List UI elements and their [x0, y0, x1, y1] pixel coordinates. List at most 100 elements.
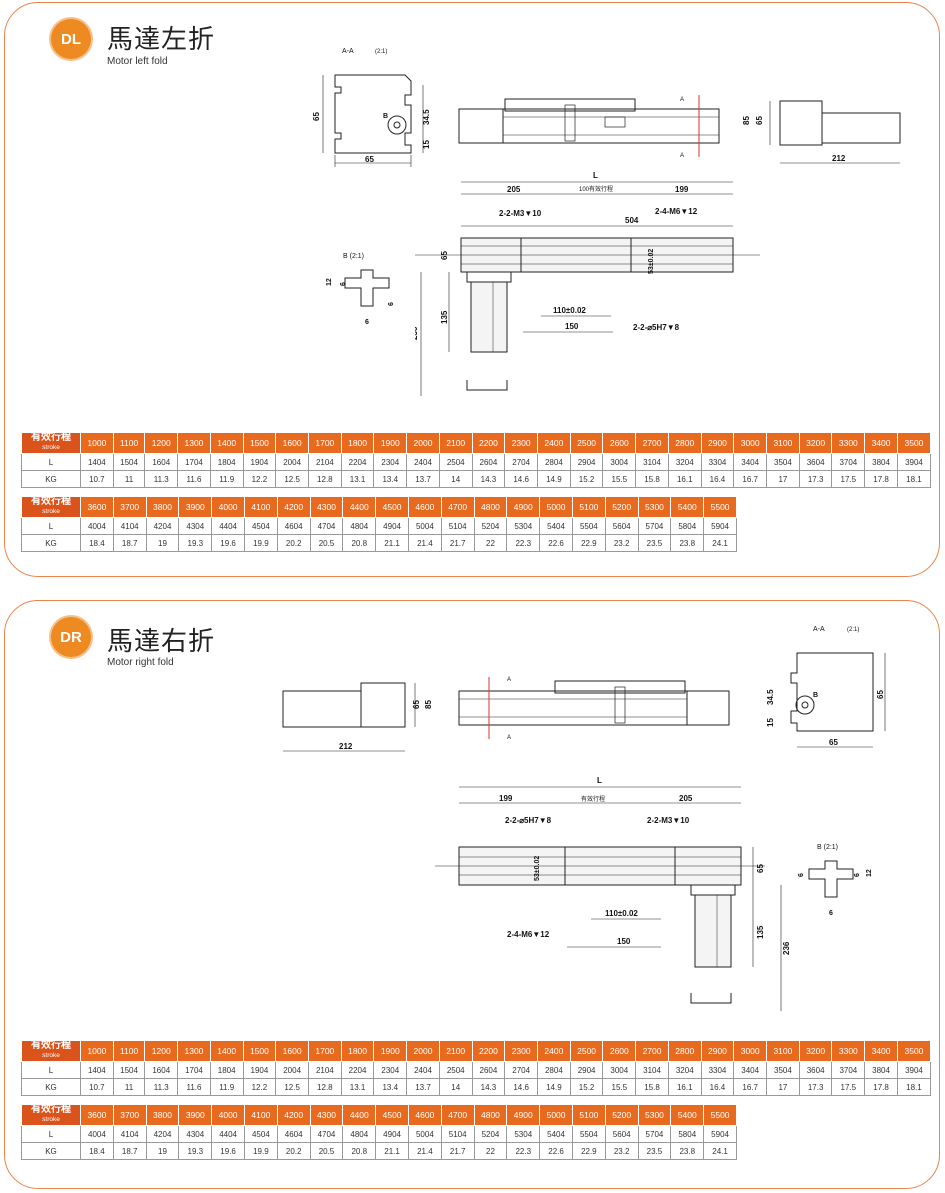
table-cell: 22.6 — [539, 1142, 573, 1160]
table-cell: 5704 — [637, 517, 672, 535]
row-label-cell: KG — [21, 470, 81, 488]
stroke-value-cell: 1800 — [340, 1040, 375, 1062]
detail-b-drawing: B (2:1) 6 6 12 6 — [798, 844, 873, 917]
stroke-value-cell: 4300 — [309, 1104, 344, 1126]
table-cell: 5404 — [539, 1125, 573, 1143]
dim-6-b: 6 — [854, 873, 861, 877]
table-cell: 4404 — [211, 517, 245, 535]
dim-65-v: 65 — [876, 690, 885, 699]
table-cell: 23.2 — [604, 534, 639, 552]
section-title-cn: 馬達右折 — [107, 627, 216, 657]
table-cell: 5904 — [703, 1125, 737, 1143]
table-cell: 23.5 — [637, 534, 672, 552]
table-cell: 1804 — [209, 453, 244, 471]
detail-b-label: B (2:1) — [817, 844, 838, 851]
table-cell: 15.2 — [569, 1078, 604, 1096]
stroke-value-cell: 2300 — [504, 1040, 539, 1062]
table-cell: 1604 — [144, 1061, 179, 1079]
table-cell: 14.6 — [504, 1078, 539, 1096]
stroke-value-cell: 3600 — [80, 496, 114, 518]
table-cell: 2104 — [307, 1061, 342, 1079]
dim-65: 65 — [829, 738, 838, 747]
stroke-value-cell: 3700 — [112, 1104, 147, 1126]
table-cell: 4904 — [375, 517, 409, 535]
table-cell: 22.3 — [506, 534, 541, 552]
table-cell: 4004 — [80, 1125, 114, 1143]
table-cell: 3504 — [766, 1061, 800, 1079]
table-cell: 1504 — [112, 453, 146, 471]
table-cell: 3604 — [798, 1061, 833, 1079]
table-cell: 18.1 — [896, 1078, 932, 1096]
stroke-value-cell: 5300 — [637, 496, 672, 518]
section-title-cn: 馬達左折 — [107, 25, 216, 55]
dim-199: 199 — [499, 794, 513, 803]
table-cell: 2304 — [373, 453, 408, 471]
stroke-label: 100有效行程 — [579, 185, 613, 193]
table-cell: 1404 — [80, 1061, 114, 1079]
table-cell: 4504 — [243, 517, 278, 535]
dim-L: L — [593, 171, 598, 180]
table-cell: 15.5 — [602, 1078, 637, 1096]
stroke-value-cell: 1600 — [275, 432, 309, 454]
stroke-value-cell: 2200 — [471, 432, 506, 454]
table-cell: 5204 — [473, 517, 508, 535]
aa-label: A-A — [813, 626, 825, 633]
table-cell: 19.6 — [211, 1142, 245, 1160]
stroke-value-cell: 1100 — [112, 1040, 146, 1062]
table-cell: 15.5 — [602, 470, 637, 488]
stroke-value-cell: 5500 — [703, 496, 737, 518]
stroke-value-cell: 4200 — [276, 496, 311, 518]
stroke-value-cell: 4800 — [473, 496, 508, 518]
stroke-value-cell: 3400 — [864, 432, 898, 454]
table-cell: 1804 — [209, 1061, 244, 1079]
dim-236: 236 — [782, 941, 791, 955]
dim-65-end: 65 — [755, 116, 764, 125]
dim-110: 110±0.02 — [553, 306, 586, 315]
table-cell: 2404 — [406, 453, 440, 471]
stroke-value-cell: 5400 — [670, 496, 705, 518]
stroke-value-cell: 3500 — [896, 1040, 932, 1062]
stroke-value-cell: 5300 — [637, 1104, 672, 1126]
stroke-value-cell: 4600 — [407, 1104, 442, 1126]
dim-65-front: 65 — [756, 864, 765, 873]
table-cell: 5804 — [670, 1125, 705, 1143]
table-cell: 17.5 — [831, 1078, 866, 1096]
table-cell: 17.8 — [864, 470, 898, 488]
stroke-value-cell: 3200 — [798, 432, 833, 454]
table-cell: 17.3 — [798, 1078, 833, 1096]
dim-6-b: 6 — [388, 302, 395, 306]
dim-135: 135 — [440, 310, 449, 324]
stroke-value-cell: 4400 — [342, 1104, 377, 1126]
stroke-value-cell: 4200 — [276, 1104, 311, 1126]
front-view-drawing: L 205 100有效行程 199 504 2-2-M3▼10 2-4-M6▼1… — [415, 171, 760, 396]
stroke-value-cell: 1100 — [112, 432, 146, 454]
table-cell: 11.3 — [144, 470, 179, 488]
stroke-value-cell: 3000 — [733, 432, 768, 454]
table-cell: 18.7 — [112, 534, 147, 552]
table-cell: 13.7 — [406, 470, 440, 488]
a-mark-top: A — [680, 97, 684, 103]
table-cell: 5304 — [506, 1125, 541, 1143]
table-cell: 4604 — [276, 1125, 311, 1143]
table-cell: 13.1 — [340, 1078, 375, 1096]
table-cell: 20.8 — [342, 1142, 377, 1160]
stroke-value-cell: 2400 — [537, 432, 571, 454]
stroke-label-cn: 有效行程 — [31, 432, 71, 443]
table-cell: 23.8 — [670, 534, 705, 552]
table-cell: 2504 — [438, 453, 473, 471]
table-cell: 2804 — [537, 1061, 571, 1079]
stroke-value-cell: 4500 — [375, 1104, 409, 1126]
stroke-value-cell: 2800 — [667, 1040, 702, 1062]
dim-110: 110±0.02 — [605, 909, 638, 918]
stroke-value-cell: 2400 — [537, 1040, 571, 1062]
dim-65-front: 65 — [440, 251, 449, 260]
stroke-value-cell: 3900 — [178, 496, 213, 518]
table-cell: 5204 — [473, 1125, 508, 1143]
table-cell: 3004 — [602, 1061, 637, 1079]
table-cell: 24.1 — [703, 534, 737, 552]
